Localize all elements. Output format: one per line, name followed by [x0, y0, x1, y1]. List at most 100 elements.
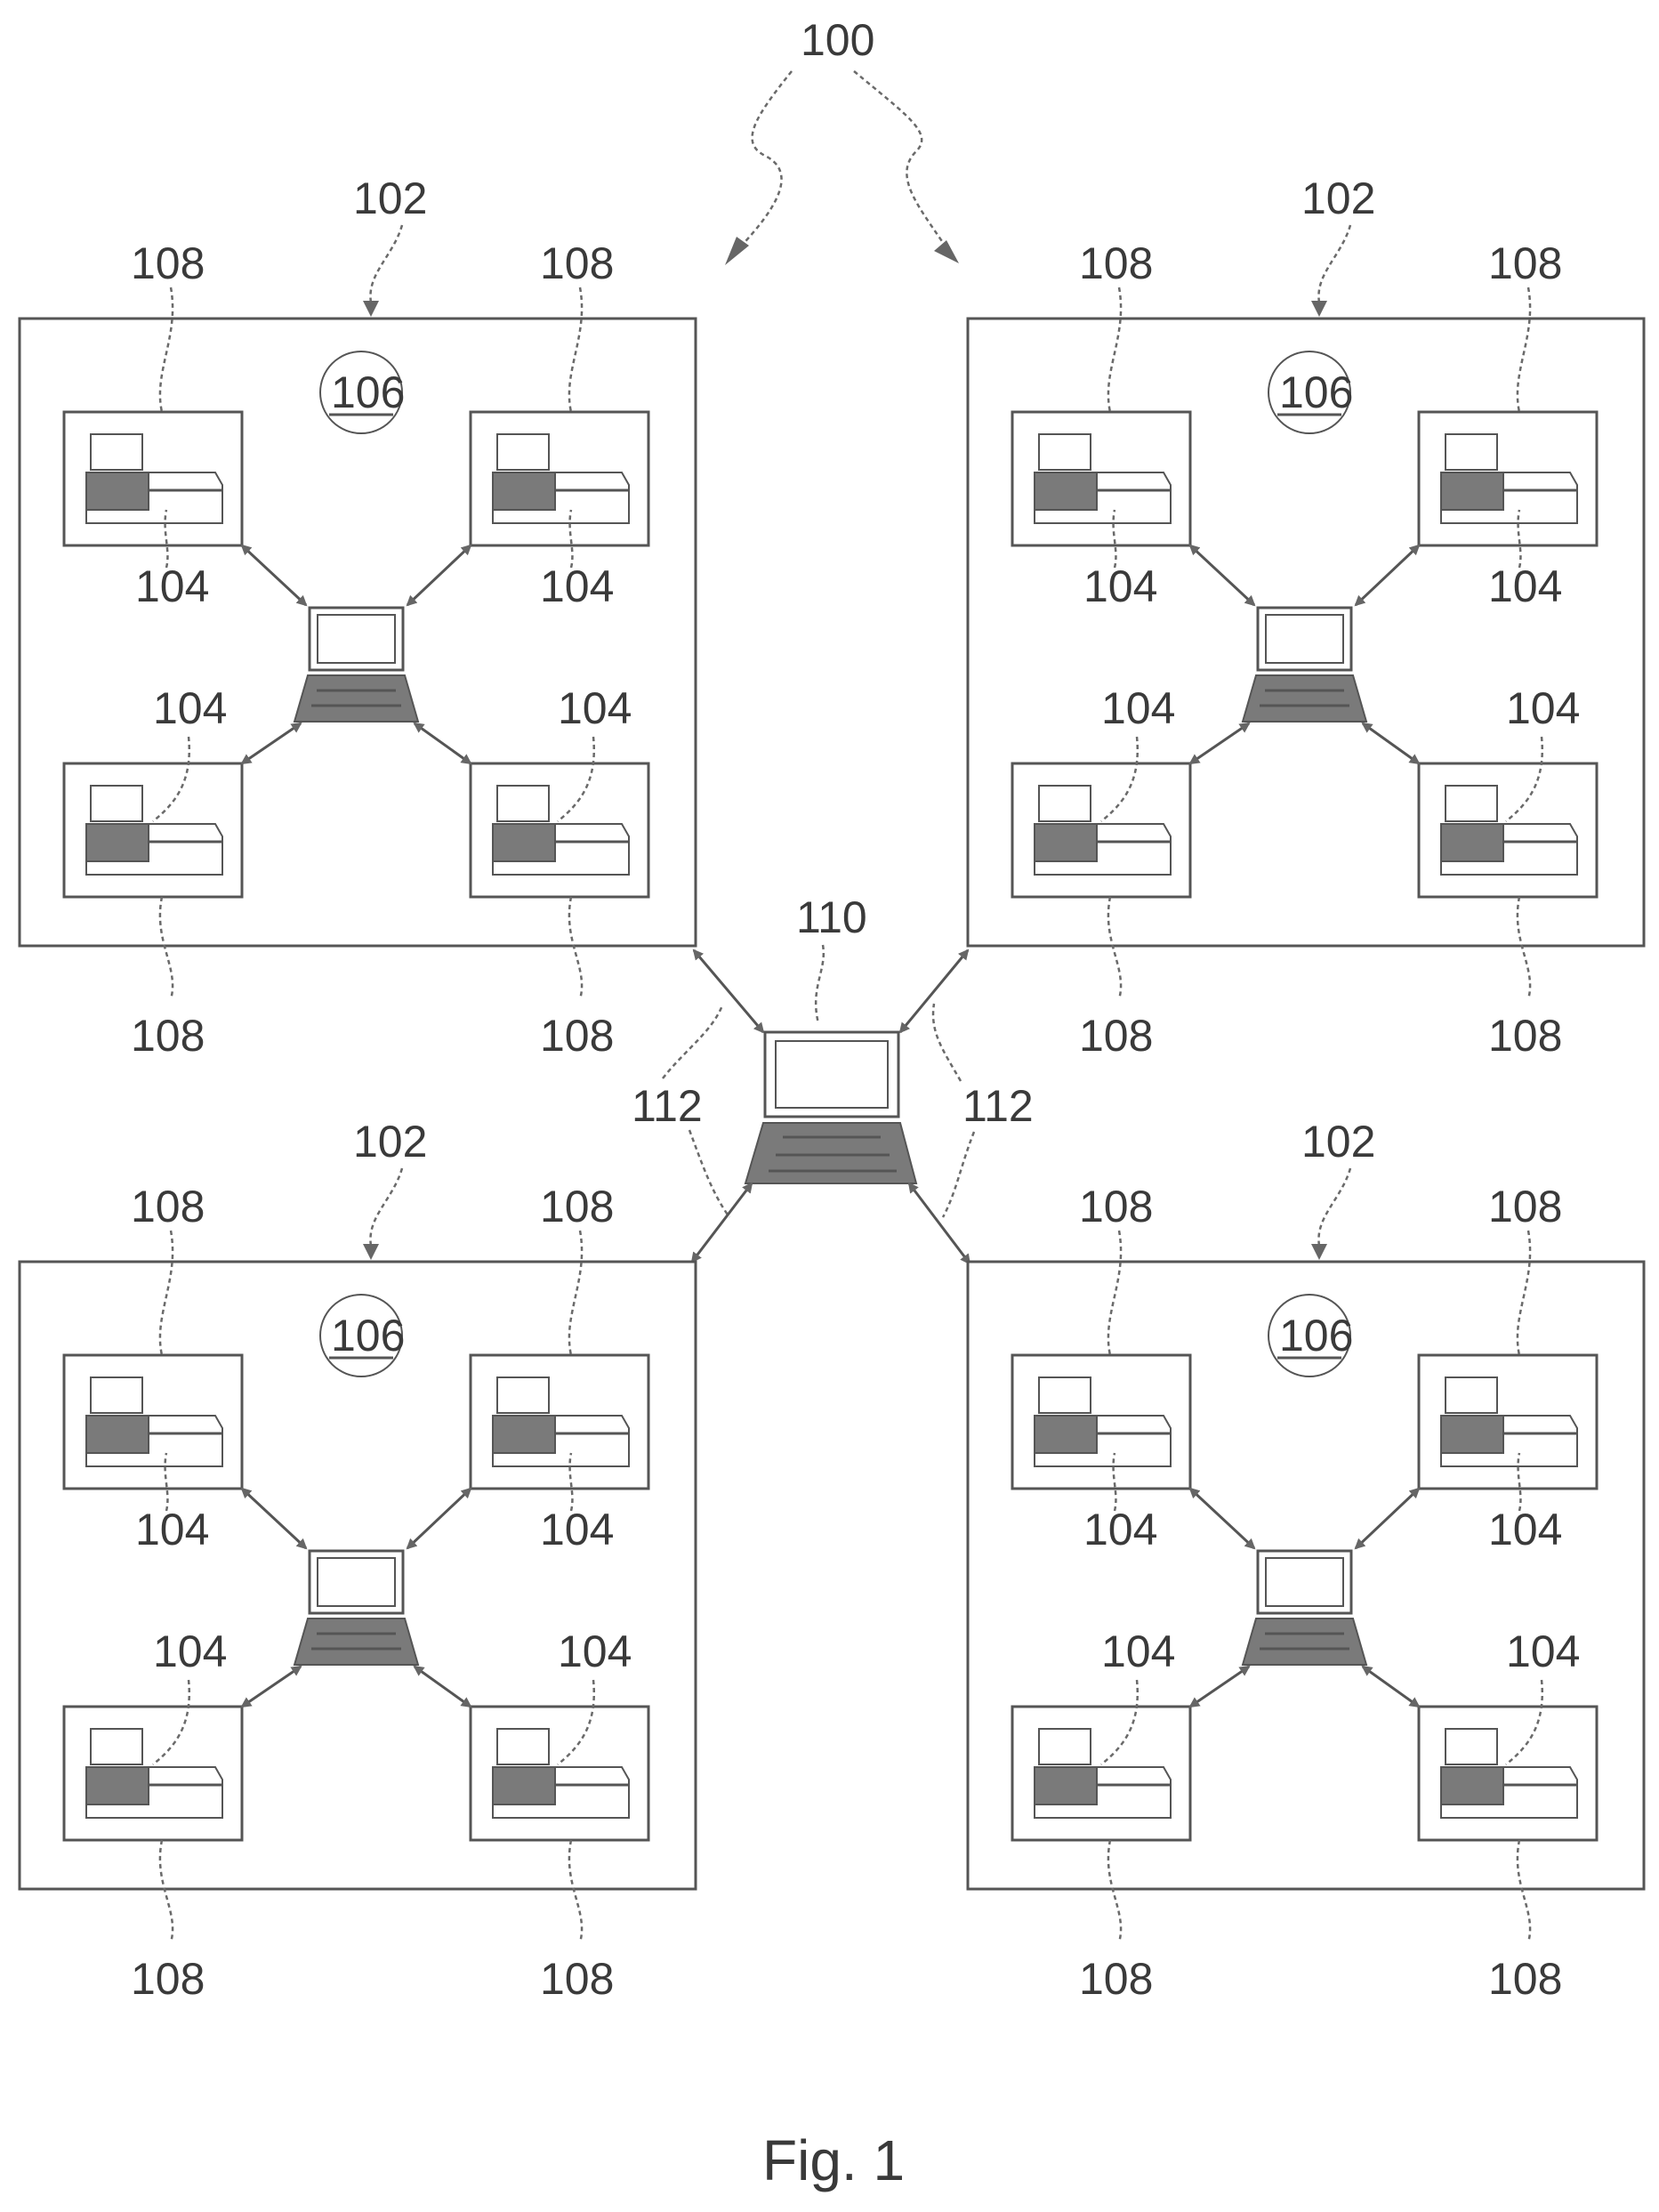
label-workstation: 108: [1079, 1954, 1153, 2004]
lead-line-connection-right-lower: [943, 1132, 974, 1217]
instrument-monitor: [91, 1377, 142, 1413]
label-instrument: 104: [540, 1505, 614, 1554]
instrument-panel: [86, 1767, 149, 1804]
label-workstation: 108: [1488, 1182, 1562, 1231]
instrument-panel: [493, 1416, 555, 1453]
label-instrument: 104: [153, 1627, 227, 1676]
label-instrument: 104: [1101, 1627, 1175, 1676]
label-instrument: 104: [558, 683, 632, 733]
label-instrument: 104: [1101, 683, 1175, 733]
instrument-panel: [493, 824, 555, 861]
arrowhead-system-right: [934, 240, 959, 263]
label-central-server: 110: [796, 892, 867, 942]
site-server-keyboard: [1243, 675, 1366, 722]
lead-line-connection-left: [663, 1005, 722, 1078]
label-workstation: 108: [131, 1954, 205, 2004]
label-instrument: 104: [1506, 1627, 1580, 1676]
label-workstation: 108: [131, 238, 205, 288]
instrument-monitor: [91, 1729, 142, 1764]
arrowhead-site: [363, 1244, 379, 1260]
instrument-monitor: [1039, 1729, 1091, 1764]
instrument-monitor: [1039, 434, 1091, 470]
label-site: 102: [1301, 1117, 1375, 1167]
arrowhead-system-left: [725, 237, 749, 265]
instrument-panel: [1441, 472, 1503, 510]
lead-line-central-server: [816, 945, 824, 1023]
label-site: 102: [1301, 174, 1375, 223]
instrument-panel: [86, 824, 149, 861]
arrowhead-site: [1311, 1244, 1327, 1260]
site-server-screen: [1266, 1558, 1343, 1606]
site-server-keyboard: [1243, 1619, 1366, 1665]
label-workstation: 108: [131, 1182, 205, 1231]
instrument-panel: [1441, 824, 1503, 861]
site-server-screen: [1266, 615, 1343, 663]
instrument-monitor: [91, 434, 142, 470]
label-workstation: 108: [1079, 1011, 1153, 1061]
label-site-marker: 106: [1279, 367, 1353, 417]
instrument-monitor: [1446, 786, 1497, 821]
instrument-panel: [1035, 1767, 1097, 1804]
instrument-monitor: [497, 1377, 549, 1413]
instrument-monitor: [497, 1729, 549, 1764]
label-instrument: 104: [135, 1505, 209, 1554]
instrument-monitor: [497, 434, 549, 470]
instrument-monitor: [1446, 1729, 1497, 1764]
arrowhead-site: [1311, 301, 1327, 317]
site-server-screen: [318, 615, 395, 663]
label-connection-left: 112: [632, 1081, 703, 1131]
label-instrument: 104: [153, 683, 227, 733]
figure-caption: Fig. 1: [762, 2128, 905, 2192]
label-workstation: 108: [1488, 1954, 1562, 2004]
instrument-panel: [86, 472, 149, 510]
system-reference: 100: [725, 15, 959, 265]
label-site-marker: 106: [331, 367, 405, 417]
instrument-panel: [1035, 472, 1097, 510]
site-server-keyboard: [294, 675, 418, 722]
label-connection-right: 112: [962, 1081, 1034, 1131]
site-panel-top-right: 102106108108104104104104108108: [968, 174, 1644, 1061]
site-server-screen: [318, 1558, 395, 1606]
label-workstation: 108: [540, 1011, 614, 1061]
instrument-panel: [493, 1767, 555, 1804]
label-site-marker: 106: [1279, 1311, 1353, 1360]
instrument-monitor: [1446, 1377, 1497, 1413]
central-server: 110: [745, 892, 916, 1183]
label-site-marker: 106: [331, 1311, 405, 1360]
instrument-panel: [1441, 1767, 1503, 1804]
lead-line-connection-right: [933, 1004, 961, 1081]
lead-line-site: [1318, 225, 1350, 303]
lead-line-system-left: [729, 71, 792, 258]
instrument-panel: [1035, 824, 1097, 861]
label-system: 100: [801, 15, 874, 65]
label-instrument: 104: [1488, 561, 1562, 611]
instrument-monitor: [91, 786, 142, 821]
label-workstation: 108: [540, 1954, 614, 2004]
label-instrument: 104: [1083, 561, 1157, 611]
link-central-to-site-top-left: [694, 950, 763, 1032]
instrument-panel: [1035, 1416, 1097, 1453]
instrument-monitor: [1446, 434, 1497, 470]
site-panel-bottom-right: 102106108108104104104104108108: [968, 1117, 1644, 2004]
lead-line-site: [370, 225, 402, 303]
label-site: 102: [353, 174, 427, 223]
label-instrument: 104: [1506, 683, 1580, 733]
instrument-monitor: [1039, 786, 1091, 821]
label-workstation: 108: [540, 1182, 614, 1231]
label-workstation: 108: [1488, 238, 1562, 288]
label-instrument: 104: [558, 1627, 632, 1676]
instrument-panel: [1441, 1416, 1503, 1453]
instrument-monitor: [497, 786, 549, 821]
central-server-keyboard: [745, 1123, 916, 1183]
label-instrument: 104: [135, 561, 209, 611]
label-workstation: 108: [1079, 1182, 1153, 1231]
link-central-to-site-bottom-right: [909, 1183, 970, 1263]
label-instrument: 104: [1083, 1505, 1157, 1554]
instrument-panel: [493, 472, 555, 510]
label-workstation: 108: [1488, 1011, 1562, 1061]
site-panel-top-left: 102106108108104104104104108108: [20, 174, 696, 1061]
lead-line-site: [1318, 1168, 1350, 1246]
label-site: 102: [353, 1117, 427, 1167]
instrument-monitor: [1039, 1377, 1091, 1413]
